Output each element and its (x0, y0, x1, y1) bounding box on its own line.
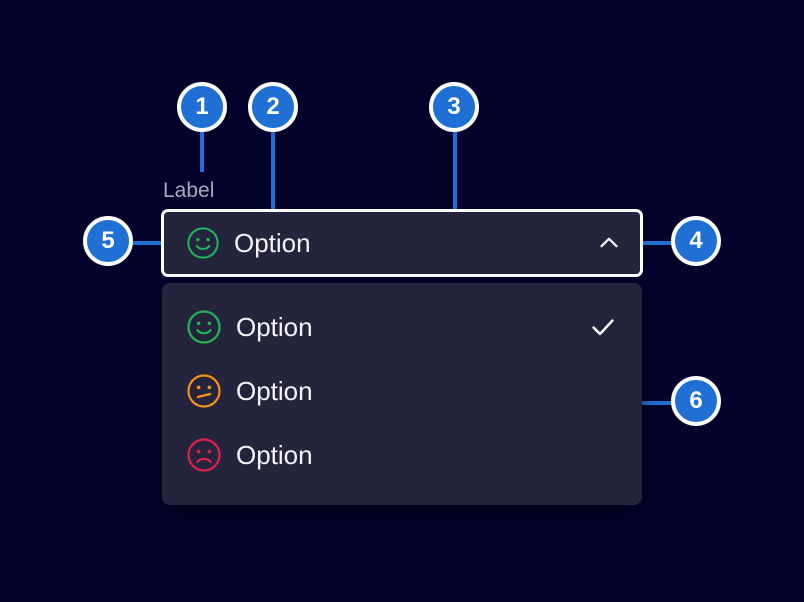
callout-badge-3: 3 (429, 82, 479, 132)
check-icon (588, 312, 618, 342)
field-label: Label (163, 179, 215, 202)
smiley-sad-icon (186, 437, 222, 473)
dropdown-option-label: Option (236, 375, 313, 406)
dropdown-option-happy[interactable]: Option (162, 295, 642, 359)
dropdown-option-label: Option (236, 439, 313, 470)
callout-badge-5: 5 (83, 216, 133, 266)
dropdown-option-neutral[interactable]: Option (162, 359, 642, 423)
callout-badge-1: 1 (177, 82, 227, 132)
dropdown-option-label: Option (236, 311, 313, 342)
callout-connector-3 (453, 120, 457, 242)
smiley-neutral-icon (186, 373, 222, 409)
chevron-up-icon[interactable] (596, 230, 622, 256)
smiley-happy-icon (186, 226, 220, 260)
callout-connector-1 (200, 120, 204, 172)
dropdown-panel: Option Option (162, 283, 642, 505)
callout-badge-4: 4 (671, 216, 721, 266)
select-selected-text: Option (234, 227, 311, 258)
select-value: Option (186, 226, 596, 260)
dropdown-option-sad[interactable]: Option (162, 423, 642, 487)
smiley-happy-icon (186, 309, 222, 345)
callout-badge-6: 6 (671, 376, 721, 426)
callout-connector-4 (643, 241, 683, 245)
callout-connector-2 (271, 120, 275, 227)
callout-connector-5 (131, 241, 171, 245)
callout-badge-2: 2 (248, 82, 298, 132)
select-control[interactable]: Option (161, 209, 643, 277)
callout-connector-6 (642, 401, 682, 405)
